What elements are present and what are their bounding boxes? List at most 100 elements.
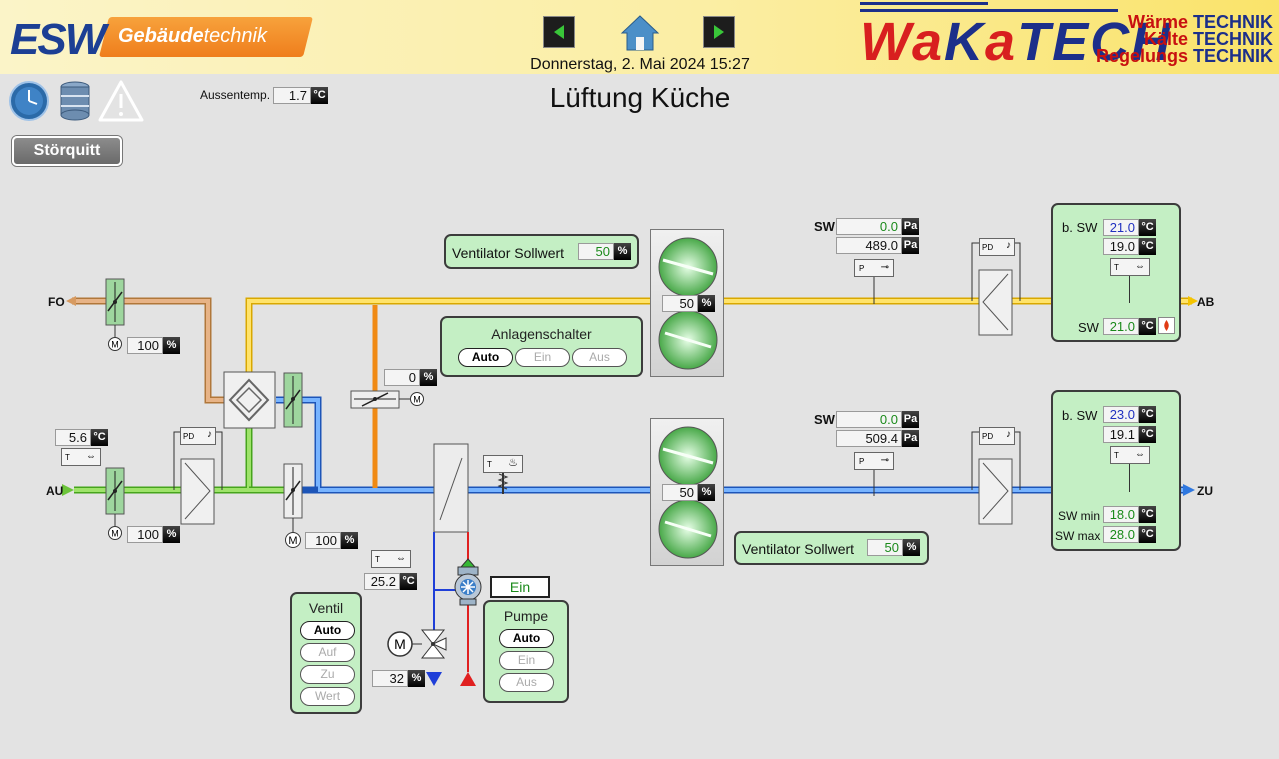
exhaust-fan-setpoint-label: Ventilator Sollwert (452, 245, 565, 261)
percent-unit: % (614, 243, 631, 260)
anlagenschalter-auto-option[interactable]: Auto (458, 348, 513, 367)
supply-swmin-label: SW min (1058, 509, 1100, 523)
supply-fan-speed: 50 (662, 484, 698, 501)
pressure-sensor-label: P (859, 264, 865, 273)
damper-fo-value: 100 (127, 337, 163, 354)
supply-swmax-value[interactable]: 28.0 (1103, 526, 1139, 543)
percent-unit: % (698, 295, 715, 312)
ventil-auf-option[interactable]: Auf (300, 643, 355, 662)
exhaust-fan-setpoint-value[interactable]: 50 (578, 243, 614, 260)
exhaust-duct (247, 299, 1192, 372)
three-way-valve-icon[interactable] (412, 628, 452, 669)
wakatech-line: Regelungs TECHNIK (1095, 46, 1273, 66)
wakatech-line-b: TECHNIK (1193, 29, 1273, 49)
celsius-unit: °C (1139, 526, 1156, 543)
damper-au-icon (105, 467, 125, 515)
pascal-unit: Pa (902, 237, 919, 254)
exhaust-temp-actual: 19.0 (1103, 238, 1139, 255)
anlagenschalter-ein-option[interactable]: Ein (515, 348, 570, 367)
wakatech-line-a: Regelungs (1095, 46, 1188, 66)
wakatech-line-b: TECHNIK (1193, 46, 1273, 66)
pressure-sensor-icon: P⊸ (854, 259, 894, 277)
frost-thermostat-icon (497, 472, 509, 494)
percent-unit: % (163, 526, 180, 543)
stoerquitt-button[interactable]: Störquitt (12, 136, 122, 166)
outside-temp-value: 1.7 (273, 87, 311, 104)
supply-fan-setpoint-value[interactable]: 50 (867, 539, 903, 556)
celsius-unit: °C (1139, 406, 1156, 423)
ventil-wert-option[interactable]: Wert (300, 687, 355, 706)
warning-button[interactable] (98, 80, 144, 127)
supply-bsw-label: b. SW (1062, 408, 1098, 423)
esw-logo-sub-rest: technik (203, 25, 267, 47)
exhaust-pressure-sw-value: 0.0 (836, 218, 902, 235)
temp-sensor-icon: T⇔ (1110, 258, 1150, 276)
esw-logo-sub-bold: Gebäude (118, 25, 204, 47)
temp-sensor-icon: T⇔ (1110, 446, 1150, 464)
wakatech-part-4: TECH (1017, 12, 1173, 72)
svg-text:M: M (111, 529, 119, 539)
ventil-title: Ventil (308, 600, 344, 616)
pd-sensor-label: PD (982, 243, 994, 252)
filter-au-icon (180, 458, 215, 525)
frost-sensor-icon: T♨ (483, 455, 523, 473)
nav-home-button[interactable] (620, 14, 660, 52)
pressure-sensor-label: P (859, 457, 865, 466)
pumpe-auto-option[interactable]: Auto (499, 629, 554, 648)
supply-pressure-sw-value: 0.0 (836, 411, 902, 428)
supply-temp-actual: 19.1 (1103, 426, 1139, 443)
motor-icon: M (284, 531, 302, 554)
motor-icon: M (107, 525, 123, 546)
zu-arrow-icon (1183, 484, 1195, 496)
ventil-auto-option[interactable]: Auto (300, 621, 355, 640)
fortluft-duct (72, 299, 224, 402)
supply-swmin-value[interactable]: 18.0 (1103, 506, 1139, 523)
celsius-unit: °C (1139, 318, 1156, 335)
flame-icon[interactable] (1158, 317, 1175, 334)
clock-button[interactable] (8, 80, 50, 127)
pumpe-aus-option[interactable]: Aus (499, 673, 554, 692)
fan-icon (658, 237, 718, 370)
supply-duct (276, 398, 1185, 492)
percent-unit: % (408, 670, 425, 687)
anlagenschalter-panel: Anlagenschalter Auto Ein Aus (440, 316, 643, 377)
pumpe-title: Pumpe (503, 608, 549, 624)
pascal-unit: Pa (902, 430, 919, 447)
database-button[interactable] (58, 80, 92, 127)
ventil-zu-option[interactable]: Zu (300, 665, 355, 684)
celsius-unit: °C (1139, 506, 1156, 523)
pump-status: Ein (490, 576, 550, 598)
pd-sensor-icon: PD♪ (979, 238, 1015, 256)
pump-icon[interactable] (452, 557, 484, 614)
esw-logo-subtitle: Gebäudetechnik (118, 25, 267, 48)
nav-back-button[interactable] (543, 16, 575, 48)
wakatech-logo: WaKaTECH (860, 12, 1172, 72)
frost-sensor-label: T (487, 460, 492, 469)
exhaust-sw-label: SW (1078, 320, 1099, 335)
ab-arrow-icon (1188, 296, 1198, 306)
exhaust-bsw-label: b. SW (1062, 220, 1098, 235)
celsius-unit: °C (1139, 426, 1156, 443)
filter-zu-icon (978, 458, 1013, 525)
wakatech-line-mid (860, 9, 1118, 12)
anlagenschalter-aus-option[interactable]: Aus (572, 348, 627, 367)
nav-forward-button[interactable] (703, 16, 735, 48)
temp-sensor-label: T (1114, 451, 1119, 460)
pascal-unit: Pa (902, 411, 919, 428)
exhaust-pressure-sw-label: SW (814, 219, 835, 234)
wakatech-part-3: a (985, 12, 1018, 72)
wakatech-line-b: TECHNIK (1193, 12, 1273, 32)
pd-sensor-icon: PD♪ (979, 427, 1015, 445)
wakatech-part-1: Wa (860, 12, 945, 72)
supply-bsw-value: 23.0 (1103, 406, 1139, 423)
percent-unit: % (698, 484, 715, 501)
damper-mix-value: 0 (384, 369, 420, 386)
celsius-unit: °C (91, 429, 108, 446)
supply-pressure-sw-label: SW (814, 412, 835, 427)
exhaust-sw-value: 21.0 (1103, 318, 1139, 335)
pumpe-ein-option[interactable]: Ein (499, 651, 554, 670)
clock-icon (9, 81, 49, 121)
percent-unit: % (163, 337, 180, 354)
pumpe-panel: Pumpe Auto Ein Aus (483, 600, 569, 703)
